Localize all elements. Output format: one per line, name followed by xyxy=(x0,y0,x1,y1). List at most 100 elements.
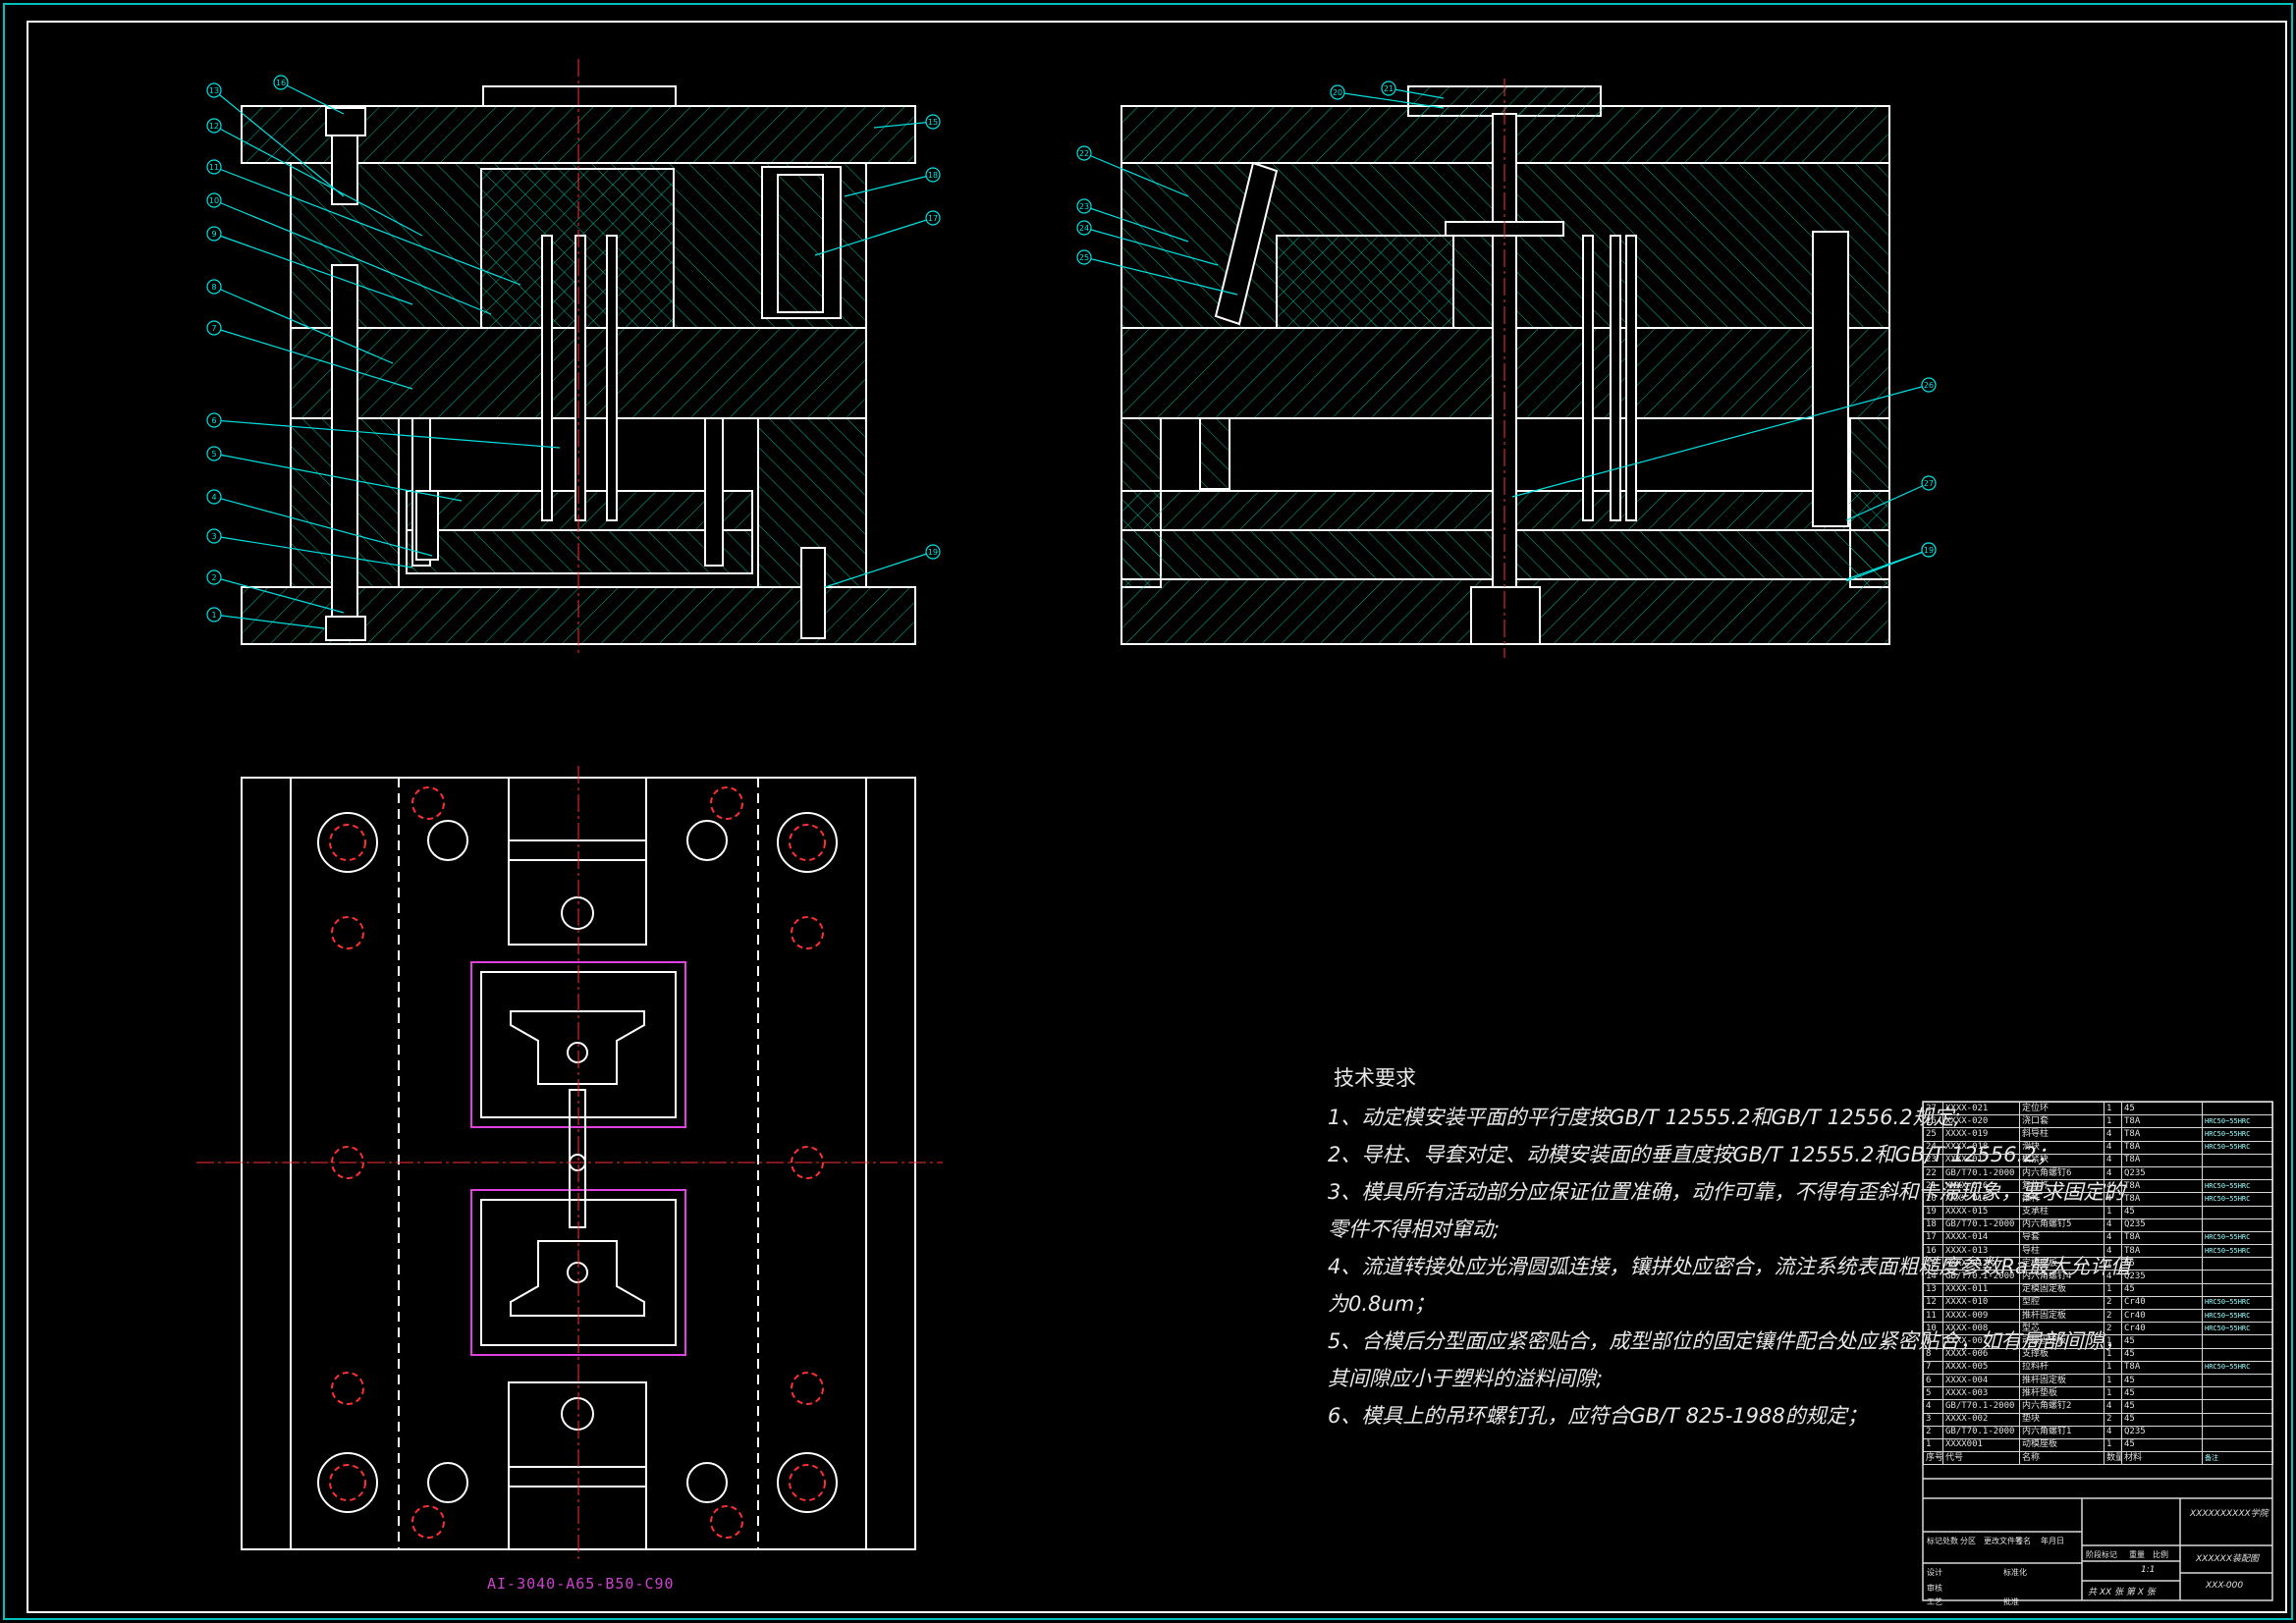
bom-cell: 型腔 xyxy=(2019,1295,2105,1311)
bom-cell: 推杆固定板 xyxy=(2019,1308,2105,1324)
bom-cell: 21 xyxy=(1923,1179,1943,1194)
plan-view-holes xyxy=(317,786,838,1539)
part-balloon xyxy=(1076,249,1092,265)
leader-line xyxy=(844,174,934,197)
part-balloon xyxy=(925,210,941,226)
guide-pillar-hole xyxy=(317,812,378,873)
leader-line xyxy=(213,125,423,237)
leader-line xyxy=(213,614,325,629)
bom-cell: 2 xyxy=(1923,1425,1943,1439)
bom-cell: 定位环 xyxy=(2019,1101,2105,1116)
leader-line xyxy=(213,166,521,286)
bom-cell: XXXX-005 xyxy=(1942,1360,2020,1375)
bom-cell: 24 xyxy=(1923,1140,1943,1155)
bom-cell xyxy=(2202,1205,2273,1219)
leader-line xyxy=(1083,227,1219,266)
bom-cell: 名称 xyxy=(2019,1451,2105,1466)
bom-cell: XXXX-007 xyxy=(1942,1334,2020,1349)
bom-cell: XXXX-008 xyxy=(1942,1322,2020,1336)
bom-cell: 4 xyxy=(2104,1399,2122,1414)
balloon-label-front: 1 xyxy=(211,611,216,620)
balloon-label-side: 24 xyxy=(1079,224,1089,233)
screw-hole xyxy=(710,786,743,820)
return-pin-hole xyxy=(427,1462,468,1503)
part-balloon xyxy=(206,412,222,428)
requirement-6: 6、模具上的吊环螺钉孔，应符合GB/T 825-1988的规定； xyxy=(1328,1404,1868,1428)
part-balloon xyxy=(1381,81,1396,96)
leader-line xyxy=(213,419,561,449)
inner-border xyxy=(27,21,2287,1613)
bom-cell: 1 xyxy=(2104,1114,2122,1129)
leader-line xyxy=(1845,482,1930,521)
leader-line xyxy=(213,535,413,568)
bom-cell: 25 xyxy=(1923,1127,1943,1142)
bom-cell: 4 xyxy=(2104,1179,2122,1194)
bom-cell: 45 xyxy=(2121,1282,2203,1297)
bom-cell: 45 xyxy=(2121,1205,2203,1219)
bom-cell: 3 xyxy=(1923,1412,1943,1427)
balloon-label-front: 2 xyxy=(211,573,216,582)
bom-cell: HRC50~55HRC xyxy=(2202,1192,2273,1207)
part-balloon xyxy=(925,167,941,183)
balloon-label-front: 9 xyxy=(211,230,216,239)
bom-cell: HRC50~55HRC xyxy=(2202,1127,2273,1142)
part-balloon xyxy=(206,320,222,336)
bom-cell: 4 xyxy=(2104,1244,2122,1259)
bom-cell: 10 xyxy=(1923,1322,1943,1336)
guide-pillar-hole xyxy=(317,1452,378,1513)
bom-cell: 序号 xyxy=(1923,1451,1943,1466)
bom-cell: XXXX-004 xyxy=(1942,1373,2020,1388)
bom-cell: 复位杆 xyxy=(2019,1179,2105,1194)
screw-hole xyxy=(331,1372,364,1405)
drawing-number: XXX-000 xyxy=(2206,1581,2244,1591)
bom-cell: 型芯 xyxy=(2019,1322,2105,1336)
part-balloon xyxy=(206,446,222,461)
bom-cell: HRC50~55HRC xyxy=(2202,1322,2273,1336)
bom-cell: 14 xyxy=(1923,1270,1943,1284)
title-block-label: 分区 xyxy=(1960,1537,1976,1545)
balloon-label-side: 21 xyxy=(1384,84,1394,93)
school-name: XXXXXXXXXX学院 xyxy=(2190,1509,2269,1519)
bom-cell: 支承柱 xyxy=(2019,1205,2105,1219)
bom-cell: XXXX-013 xyxy=(1942,1244,2020,1259)
bom-cell xyxy=(2202,1412,2273,1427)
part-balloon xyxy=(273,75,289,90)
bom-cell: 2 xyxy=(2104,1295,2122,1311)
bom-cell xyxy=(2202,1282,2273,1297)
title-block-label: 签名 xyxy=(2015,1537,2031,1545)
screw-hole xyxy=(791,1146,824,1179)
mold-base-code: AI-3040-A65-B50-C90 xyxy=(487,1575,675,1593)
balloon-label-front: 19 xyxy=(928,548,938,557)
return-pin-hole xyxy=(427,820,468,861)
bom-cell xyxy=(2202,1217,2273,1232)
balloon-label-front: 17 xyxy=(928,214,938,223)
bom-cell: HRC50~55HRC xyxy=(2202,1244,2273,1259)
part-balloon xyxy=(206,607,222,622)
balloon-label-side: 19 xyxy=(1924,546,1934,555)
guide-pillar-hole-inner xyxy=(789,824,826,861)
requirement-4-cont: 为0.8um； xyxy=(1328,1292,1436,1316)
leader-line xyxy=(1511,384,1930,498)
bom-cell: 4 xyxy=(1923,1399,1943,1414)
bom-cell: 1 xyxy=(2104,1257,2122,1271)
bom-cell: 1 xyxy=(2104,1437,2122,1453)
bom-cell: 内六角螺钉1 xyxy=(2019,1425,2105,1439)
bom-cell: Q235 xyxy=(2121,1165,2203,1181)
bom-cell: XXXX-003 xyxy=(1942,1386,2020,1401)
bom-cell: 内六角螺钉6 xyxy=(2019,1165,2105,1181)
leader-line xyxy=(824,551,934,588)
